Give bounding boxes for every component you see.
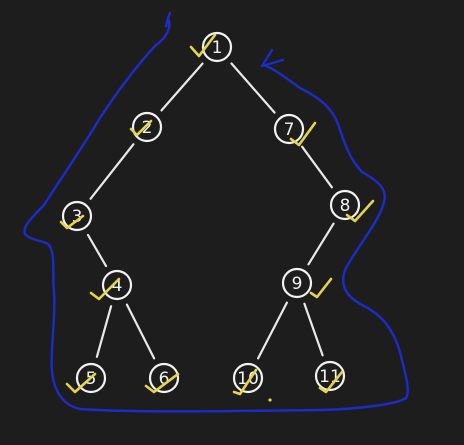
node-label: 8 — [340, 196, 351, 216]
node-circle — [329, 189, 361, 221]
node-circle — [131, 111, 163, 143]
edge-7-8 — [301, 145, 333, 189]
tree-node-1: 1 — [201, 31, 233, 63]
check-mark-5 — [65, 372, 97, 394]
check-mark-6 — [144, 372, 180, 394]
edge-1-2 — [160, 62, 204, 112]
tree-node-7: 7 — [273, 113, 305, 145]
node-label: 9 — [292, 274, 303, 294]
node-circle — [201, 31, 233, 63]
node-label: 3 — [72, 207, 83, 227]
node-circle — [148, 362, 180, 394]
node-label: 6 — [159, 369, 170, 389]
edge-4-6 — [125, 303, 156, 360]
edge-9-10 — [257, 301, 288, 360]
check-mark-3 — [59, 214, 85, 230]
stray-dot — [268, 398, 272, 402]
node-circle — [75, 362, 107, 394]
node-label: 4 — [112, 276, 123, 296]
tree-node-10: 10 — [232, 362, 264, 394]
node-circle — [232, 362, 264, 394]
node-label: 1 — [212, 38, 223, 58]
tree-node-3: 3 — [61, 200, 93, 232]
check-mark-10 — [232, 368, 258, 396]
edge-4-5 — [95, 305, 113, 358]
tree-node-9: 9 — [281, 267, 313, 299]
node-circle — [101, 269, 133, 301]
check-mark-9 — [309, 277, 333, 299]
edge-2-3 — [89, 143, 135, 200]
tree-edges — [86, 62, 335, 360]
boundary-traversal-path — [23, 16, 409, 413]
edge-1-7 — [230, 62, 276, 114]
node-label: 7 — [284, 120, 295, 140]
check-mark-1 — [189, 33, 217, 58]
tree-node-2: 2 — [131, 111, 163, 143]
node-circle — [314, 360, 346, 392]
boundary-start-stroke — [164, 11, 172, 28]
check-mark-11 — [318, 370, 344, 394]
edge-9-11 — [303, 302, 324, 357]
node-label: 2 — [142, 118, 153, 138]
traversal-arrow-head — [260, 48, 285, 68]
visited-ticks — [59, 33, 375, 396]
check-mark-8 — [345, 199, 375, 223]
check-mark-7 — [289, 121, 317, 147]
node-circle — [273, 113, 305, 145]
tree-node-4: 4 — [101, 269, 133, 301]
edge-3-4 — [86, 233, 108, 268]
edge-8-9 — [307, 222, 335, 266]
check-mark-4 — [89, 277, 121, 301]
check-mark-2 — [129, 119, 153, 137]
node-circle — [61, 200, 93, 232]
node-circle — [281, 267, 313, 299]
tree-node-6: 6 — [148, 362, 180, 394]
tree-node-8: 8 — [329, 189, 361, 221]
